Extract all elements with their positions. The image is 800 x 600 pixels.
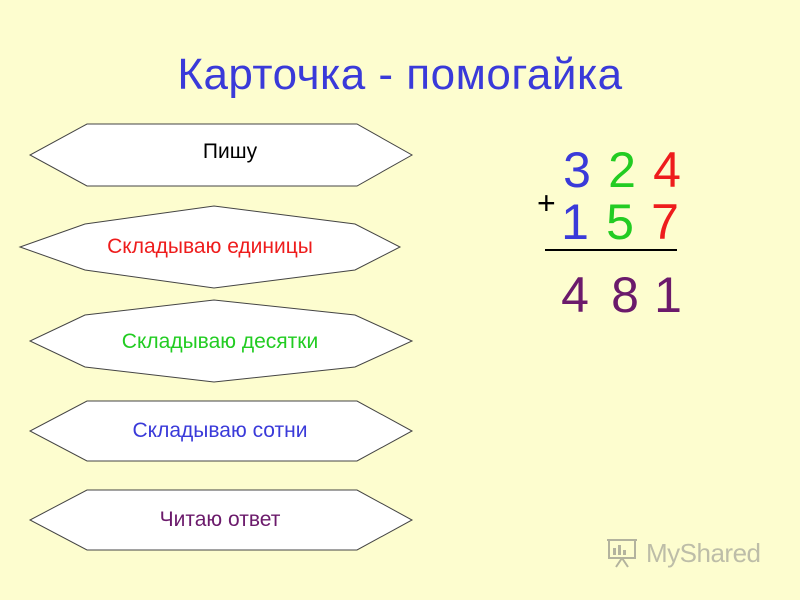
slide-title: Карточка - помогайка: [177, 50, 623, 99]
step-label-4: Складываю сотни: [132, 419, 308, 442]
row2-units-digit: 7: [651, 194, 679, 250]
step-label-5: Читаю ответ: [159, 508, 281, 531]
step-label-2: Складываю единицы: [107, 235, 313, 258]
step-label-3: Складываю десятки: [121, 330, 319, 353]
result-tens-digit: 8: [611, 267, 639, 323]
row1-hundreds-digit: 3: [563, 142, 591, 198]
row2-hundreds-digit: 1: [561, 194, 589, 250]
watermark: MyShared: [606, 536, 761, 570]
row2-tens-digit: 5: [606, 194, 634, 250]
presentation-board-icon: [607, 539, 637, 568]
sum-line: [545, 249, 677, 251]
step-shape-1: [28, 123, 414, 187]
row1-tens-digit: 2: [608, 142, 636, 198]
result-hundreds-digit: 4: [561, 267, 589, 323]
step-shape-5: [28, 489, 414, 551]
step-shape-2: [18, 205, 402, 289]
step-shape-4: [28, 400, 414, 462]
plus-operator: +: [537, 185, 556, 221]
result-units-digit: 1: [654, 267, 682, 323]
step-shape-3: [28, 299, 414, 383]
watermark-text: MyShared: [646, 537, 761, 568]
row1-units-digit: 4: [653, 142, 681, 198]
step-label-1: Пишу: [202, 140, 258, 163]
